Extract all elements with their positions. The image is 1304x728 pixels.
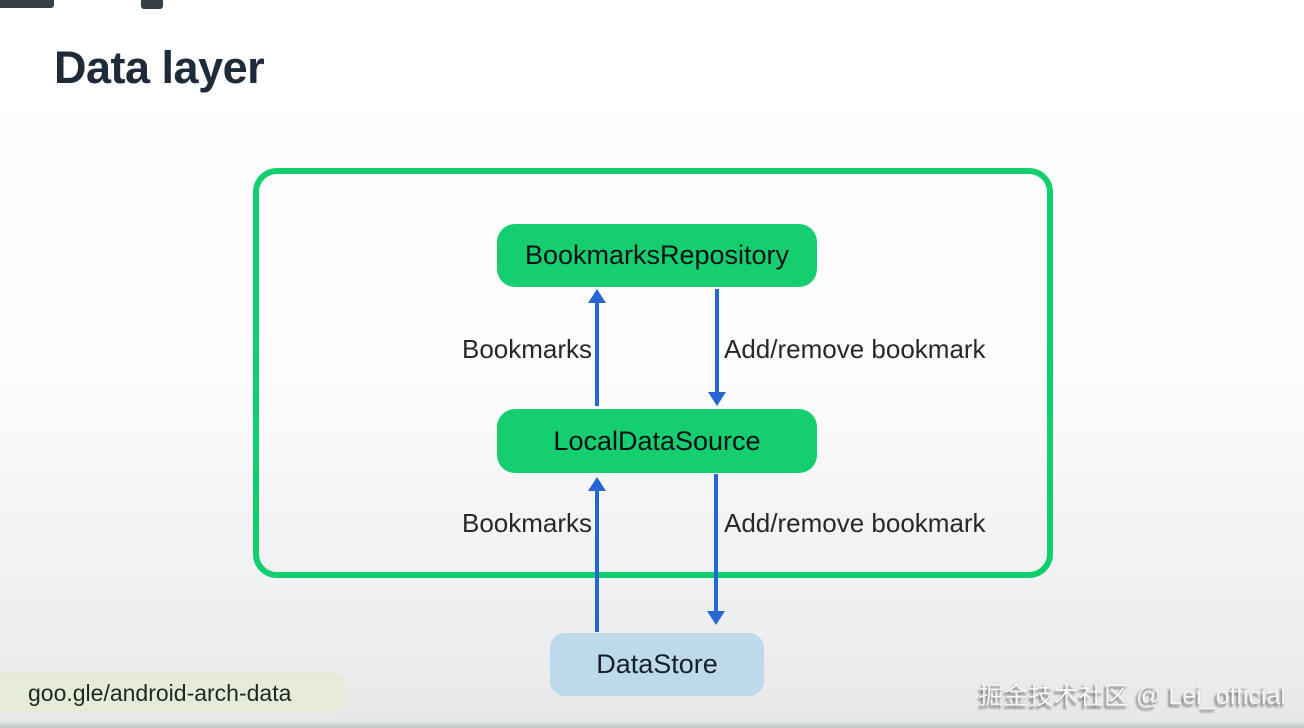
edge-label-bookmarks-upper: Bookmarks: [462, 334, 593, 364]
edge-label-add-remove-upper: Add/remove bookmark: [724, 334, 986, 364]
edge-label-bookmarks-lower: Bookmarks: [462, 508, 593, 538]
arrow-up-icon: [588, 289, 606, 303]
watermark-text: 掘金技术社区 @ Lei_official: [979, 682, 1286, 710]
node-local-data-source: LocalDataSource: [497, 409, 817, 473]
arrow-line-datastore-to-local: [595, 489, 599, 632]
video-artifact-top-dash: [141, 0, 163, 9]
page-title: Data layer: [54, 42, 265, 93]
footer-link-pill: goo.gle/android-arch-data: [0, 673, 345, 713]
edge-label-add-remove-lower: Add/remove bookmark: [724, 508, 986, 538]
bottom-edge-shade: [0, 721, 1304, 728]
node-data-store: DataStore: [550, 633, 764, 696]
arrow-down-icon: [707, 611, 725, 625]
arrow-line-local-to-repository: [595, 301, 599, 406]
data-layer-container-outline: [253, 168, 1053, 578]
video-artifact-top-left: [0, 0, 54, 8]
node-bookmarks-repository: BookmarksRepository: [497, 224, 817, 287]
node-data-store-label: DataStore: [596, 649, 718, 679]
node-bookmarks-repository-label: BookmarksRepository: [524, 240, 790, 270]
arrow-down-icon: [708, 392, 726, 406]
footer-short-link: goo.gle/android-arch-data: [28, 679, 292, 706]
arrow-line-repository-to-local: [715, 289, 719, 393]
arrow-line-local-to-datastore: [714, 474, 718, 612]
arrow-up-icon: [588, 477, 606, 491]
node-local-data-source-label: LocalDataSource: [553, 425, 761, 456]
